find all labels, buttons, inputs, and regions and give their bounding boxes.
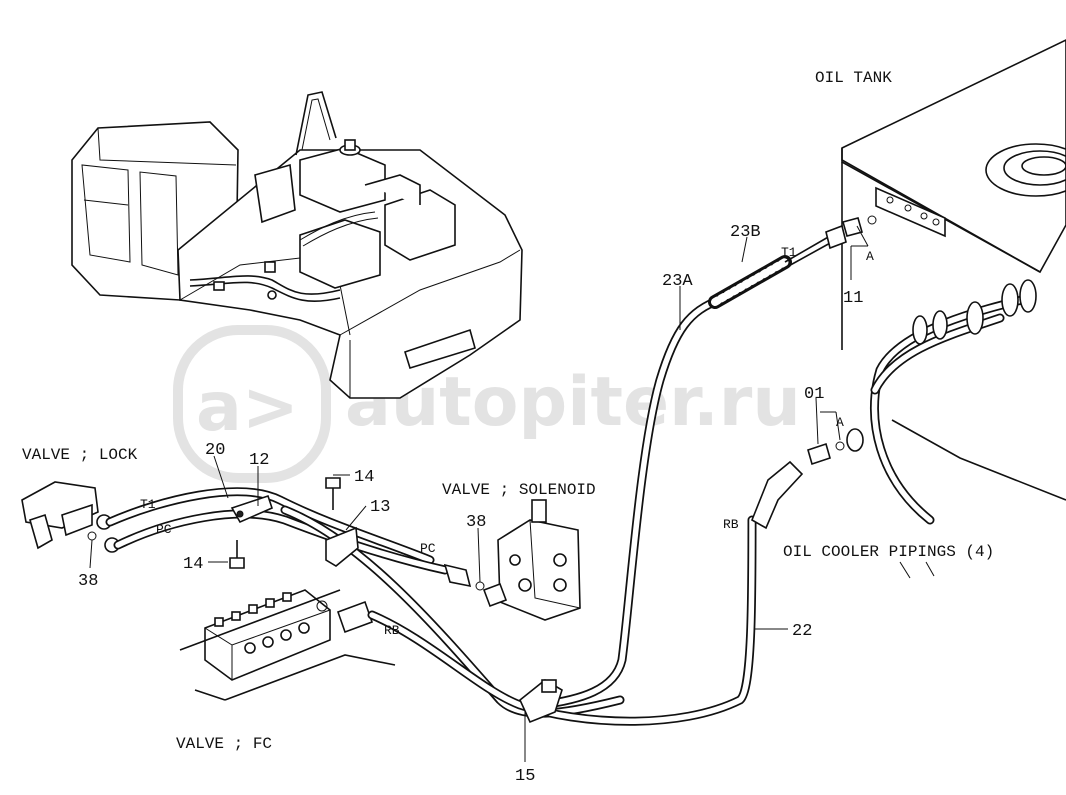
port-label-a-upper: A bbox=[866, 249, 874, 264]
port-label-rb-cooler: RB bbox=[723, 517, 739, 532]
lock-valve-illustration bbox=[21, 481, 120, 553]
caption-oil-tank: OIL TANK bbox=[815, 69, 892, 87]
part-number-14-top: 14 bbox=[354, 468, 374, 487]
fc-valve-illustration bbox=[179, 589, 396, 701]
part-number-23b: 23B bbox=[730, 223, 761, 242]
part-number-01: 01 bbox=[804, 385, 824, 404]
port-label-t1-tank: T1 bbox=[781, 245, 797, 260]
watermark: a> autopiter.ru bbox=[173, 325, 801, 483]
port-label-rb-fc: RB bbox=[384, 623, 400, 638]
caption-valve-solenoid: VALVE ; SOLENOID bbox=[442, 481, 596, 499]
part-number-38-right: 38 bbox=[466, 513, 486, 532]
part-number-12: 12 bbox=[249, 451, 269, 470]
caption-valve-lock: VALVE ; LOCK bbox=[22, 446, 138, 464]
part-number-23a: 23A bbox=[662, 272, 693, 291]
leader-lines bbox=[89, 225, 935, 762]
port-label-a-lower: A bbox=[836, 415, 844, 430]
part-number-14-bottom: 14 bbox=[183, 555, 203, 574]
part-number-22: 22 bbox=[792, 622, 812, 641]
solenoid-valve-illustration bbox=[475, 499, 581, 621]
svg-text:a>: a> bbox=[196, 368, 299, 447]
caption-oil-cooler-pipings: OIL COOLER PIPINGS (4) bbox=[783, 543, 994, 561]
oil-tank-illustration bbox=[807, 39, 1066, 525]
hoses bbox=[105, 224, 847, 726]
port-label-t1-lock: T1 bbox=[140, 497, 156, 512]
part-number-20: 20 bbox=[205, 441, 225, 460]
part-number-38-left: 38 bbox=[78, 572, 98, 591]
part-number-11: 11 bbox=[843, 289, 863, 308]
part-number-13: 13 bbox=[370, 498, 390, 517]
port-label-pc-solenoid: PC bbox=[420, 541, 436, 556]
excavator-illustration bbox=[71, 91, 523, 399]
clamps bbox=[229, 477, 563, 724]
caption-valve-fc: VALVE ; FC bbox=[176, 735, 272, 753]
port-label-pc-lock: PC bbox=[156, 522, 172, 537]
part-number-15: 15 bbox=[515, 767, 535, 786]
